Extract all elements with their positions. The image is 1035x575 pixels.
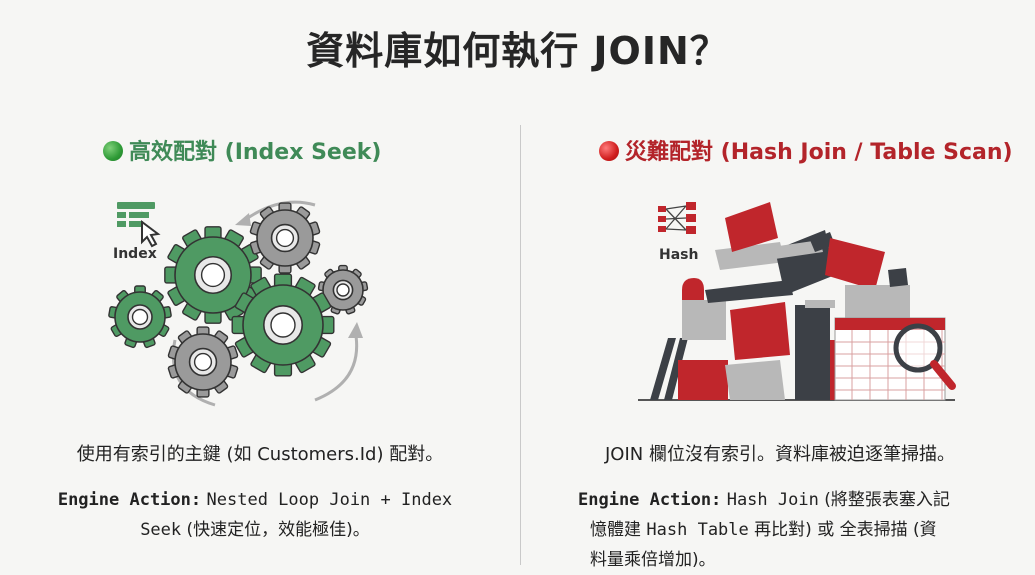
hash-icon xyxy=(658,202,696,234)
left-action: Engine Action: Nested Loop Join + Index … xyxy=(20,485,490,545)
right-action: Engine Action: Hash Join (將整張表塞入記 憶體建 Ha… xyxy=(578,485,1028,575)
gear-icon xyxy=(231,273,335,377)
right-heading: 災難配對 (Hash Join / Table Scan) xyxy=(599,134,1013,166)
gear-icon xyxy=(317,264,369,315)
green-dot-icon xyxy=(103,141,123,161)
index-icon-label: Index xyxy=(113,246,157,262)
right-action-text2-mono: Hash Table xyxy=(646,520,749,540)
gear-icon xyxy=(108,285,172,349)
blocks-illustration: Hash xyxy=(638,202,956,401)
left-action-text3: (快速定位，效能極佳)。 xyxy=(186,520,370,540)
right-action-text1: (將整張表塞入記 xyxy=(824,490,950,510)
right-action-text2b: 再比對) 或 全表掃描 (資 xyxy=(754,520,937,540)
right-action-text2a: 憶體建 xyxy=(590,520,641,540)
gears-illustration: Index xyxy=(108,200,369,407)
page-title: 資料庫如何執行 JOIN？ xyxy=(306,29,729,73)
gear-icon xyxy=(164,226,262,324)
left-action-text2: Seek xyxy=(140,520,182,540)
right-action-text3: 料量乘倍增加)。 xyxy=(590,550,716,570)
left-heading: 高效配對 (Index Seek) xyxy=(103,134,381,166)
right-description: JOIN 欄位沒有索引。資料庫被迫逐筆掃描。 xyxy=(605,444,955,465)
red-dot-icon xyxy=(599,141,619,161)
index-icon xyxy=(117,202,161,248)
hash-icon-label: Hash xyxy=(659,247,698,263)
column-divider xyxy=(520,125,521,565)
gear-icon xyxy=(249,202,321,274)
right-action-text1-mono: Hash Join xyxy=(726,490,819,510)
left-heading-text: 高效配對 (Index Seek) xyxy=(129,140,382,165)
right-action-label: Engine Action: xyxy=(578,490,722,510)
gear-icon xyxy=(167,326,239,398)
left-action-text1: Nested Loop Join + Index xyxy=(206,490,453,510)
left-description: 使用有索引的主鍵 (如 Customers.Id) 配對。 xyxy=(76,444,444,465)
left-action-label: Engine Action: xyxy=(57,490,202,510)
magnifier-icon xyxy=(893,323,956,390)
right-heading-text: 災難配對 (Hash Join / Table Scan) xyxy=(625,140,1013,165)
